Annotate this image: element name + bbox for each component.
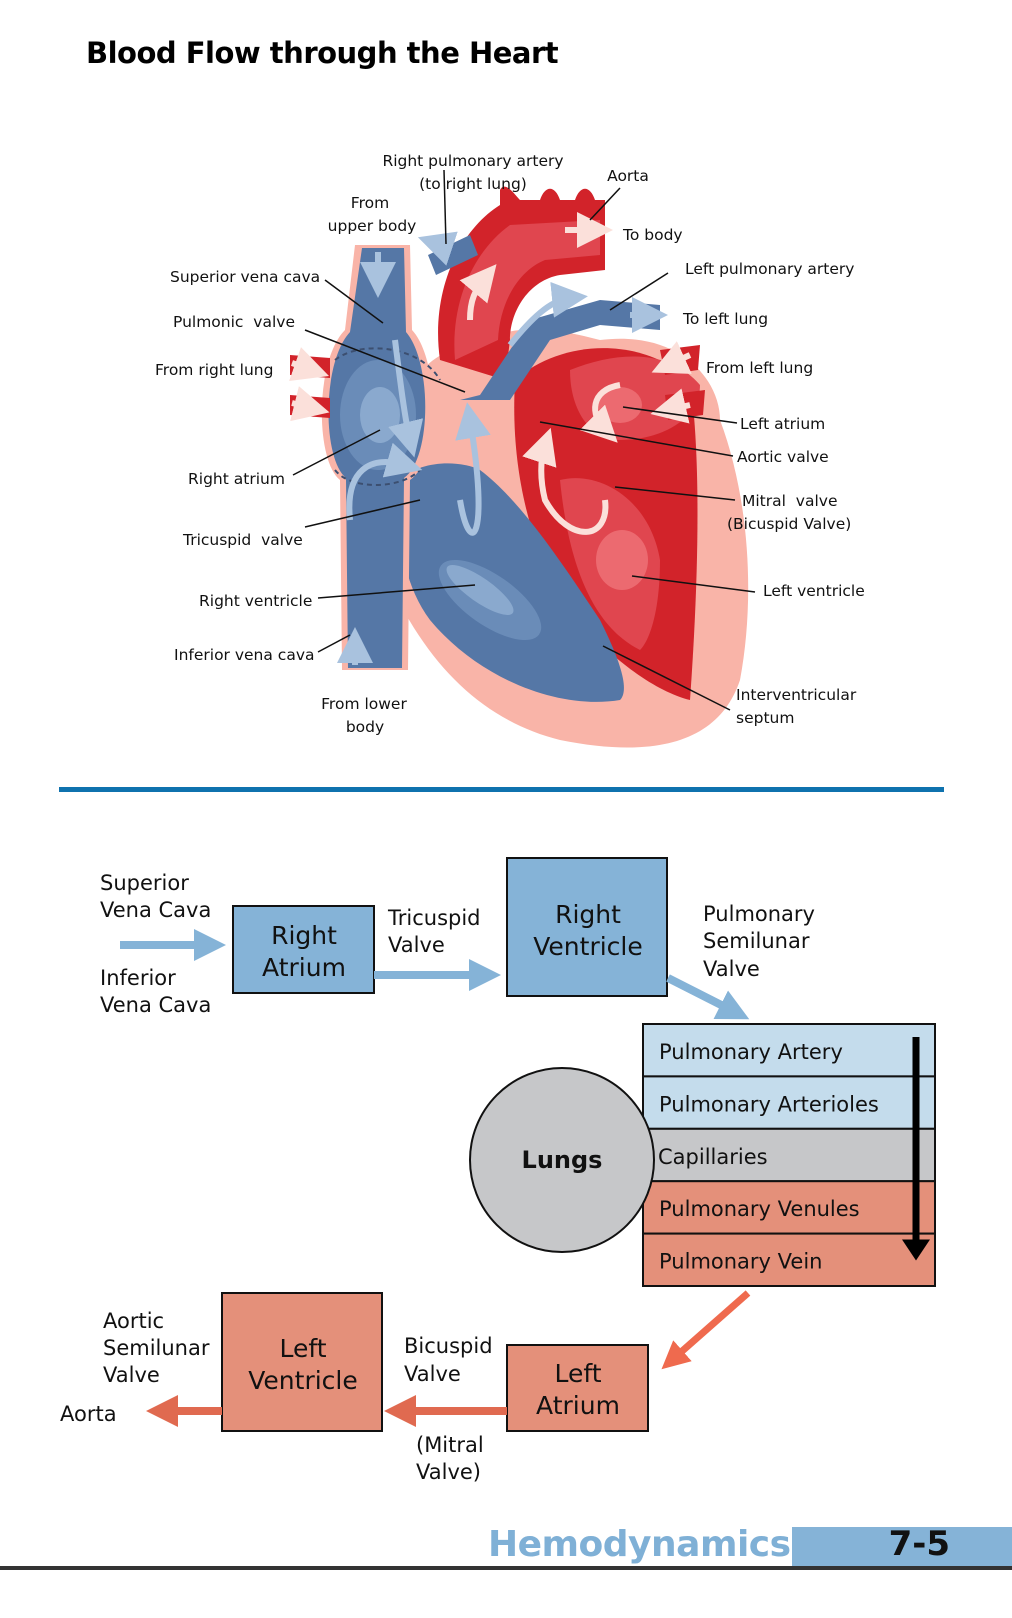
label-left-ventricle: Left ventricle xyxy=(763,582,865,600)
pulmonary-stack-row xyxy=(642,1075,936,1130)
label-inferior-vena-cava: Inferior vena cava xyxy=(174,646,315,664)
footer-section-title: Hemodynamics xyxy=(488,1524,791,1565)
label-from-upper-body-2: upper body xyxy=(328,217,417,235)
box-left-ventricle xyxy=(221,1292,383,1432)
flow-label-aortic-3: Valve xyxy=(103,1363,160,1387)
right-ventricle-shape xyxy=(398,463,624,702)
box-right-ventricle xyxy=(506,857,668,997)
flow-label-mitral-2: Valve) xyxy=(416,1460,481,1484)
flow-label-tricuspid-2: Valve xyxy=(388,933,445,957)
box-left-ventricle-label-1: Left xyxy=(279,1334,326,1363)
flow-label-inferior-2: Vena Cava xyxy=(100,993,211,1017)
label-tricuspid-valve: Tricuspid valve xyxy=(182,531,303,549)
box-right-atrium-label-2: Atrium xyxy=(262,953,346,982)
pulmonary-stack-label: Capillaries xyxy=(658,1145,768,1169)
label-left-atrium: Left atrium xyxy=(740,415,825,433)
box-left-ventricle-label-2: Ventricle xyxy=(248,1366,358,1395)
flow-label-pulm-semilunar-3: Valve xyxy=(703,957,760,981)
footer-page-box xyxy=(792,1527,1012,1567)
label-to-left-lung: To left lung xyxy=(682,310,768,328)
box-right-ventricle-label-2: Ventricle xyxy=(533,932,643,961)
pulmonary-stack-label: Pulmonary Venules xyxy=(659,1197,860,1221)
pulmonary-stack-row xyxy=(642,1232,936,1287)
flow-label-bicuspid-2: Valve xyxy=(404,1362,461,1386)
label-left-pulmonary-artery: Left pulmonary artery xyxy=(685,260,854,278)
pulmonary-stack-row xyxy=(642,1127,936,1183)
pulmonary-stack-row xyxy=(642,1180,936,1235)
label-aorta: Aorta xyxy=(607,167,649,185)
label-interventricular-septum-2: septum xyxy=(736,709,794,727)
flow-label-pulm-semilunar-2: Semilunar xyxy=(703,929,810,953)
pulmonary-stack-label: Pulmonary Vein xyxy=(659,1250,822,1274)
label-from-upper-body: From xyxy=(351,194,389,212)
lungs-label: Lungs xyxy=(522,1146,603,1174)
footer-rule xyxy=(0,1566,1012,1570)
flow-label-bicuspid-1: Bicuspid xyxy=(404,1334,493,1358)
label-mitral-valve: Mitral valve xyxy=(742,492,837,510)
lungs-circle xyxy=(469,1067,655,1253)
label-aortic-valve: Aortic valve xyxy=(737,448,829,466)
label-bicuspid-note: (Bicuspid Valve) xyxy=(727,515,851,533)
flow-label-superior-2: Vena Cava xyxy=(100,898,211,922)
flow-label-superior-1: Superior xyxy=(100,871,189,895)
label-pulmonic-valve: Pulmonic valve xyxy=(173,313,295,331)
label-from-lower-body-2: body xyxy=(346,718,384,736)
label-right-pulmonary-artery-note: (to right lung) xyxy=(419,175,527,193)
flow-label-aortic-1: Aortic xyxy=(103,1309,164,1333)
label-superior-vena-cava: Superior vena cava xyxy=(170,268,320,286)
leader-lines xyxy=(292,169,756,711)
pulmonary-stack-label: Pulmonary Artery xyxy=(659,1040,843,1064)
section-divider xyxy=(59,787,944,792)
heart-anatomy-illustration: Right pulmonary artery (to right lung) A… xyxy=(155,152,865,748)
pulmonary-trunk-shape xyxy=(460,300,660,400)
arrow-pulmonary-vein-to-left-atrium xyxy=(661,1290,751,1370)
pulmonary-stack-row xyxy=(642,1023,936,1078)
box-left-atrium xyxy=(506,1344,649,1432)
flow-label-aortic-2: Semilunar xyxy=(103,1336,210,1360)
flow-label-pulm-semilunar-1: Pulmonary xyxy=(703,902,815,926)
box-left-atrium-label-2: Atrium xyxy=(536,1391,620,1420)
pulmonary-stack-label: Pulmonary Arterioles xyxy=(659,1092,879,1116)
box-right-atrium xyxy=(232,905,375,994)
label-right-pulmonary-artery: Right pulmonary artery xyxy=(382,152,563,170)
label-from-lower-body: From lower xyxy=(321,695,407,713)
box-right-atrium-label-1: Right xyxy=(271,921,337,950)
flow-label-inferior-1: Inferior xyxy=(100,966,176,990)
label-to-body: To body xyxy=(622,226,683,244)
flow-label-tricuspid-1: Tricuspid xyxy=(387,906,481,930)
flow-label-aorta: Aorta xyxy=(60,1402,117,1426)
flow-label-mitral-1: (Mitral xyxy=(416,1433,484,1457)
label-right-atrium: Right atrium xyxy=(188,470,285,488)
arrow-pulmonary-semilunar xyxy=(666,974,750,1020)
label-right-ventricle: Right ventricle xyxy=(199,592,312,610)
label-from-left-lung: From left lung xyxy=(706,359,813,377)
label-interventricular-septum: Interventricular xyxy=(736,686,857,704)
page-title: Blood Flow through the Heart xyxy=(86,36,559,70)
label-from-right-lung: From right lung xyxy=(155,361,273,379)
footer-page-number: 7-5 xyxy=(888,1524,950,1564)
box-left-atrium-label-1: Left xyxy=(554,1359,601,1388)
box-right-ventricle-label-1: Right xyxy=(555,900,621,929)
